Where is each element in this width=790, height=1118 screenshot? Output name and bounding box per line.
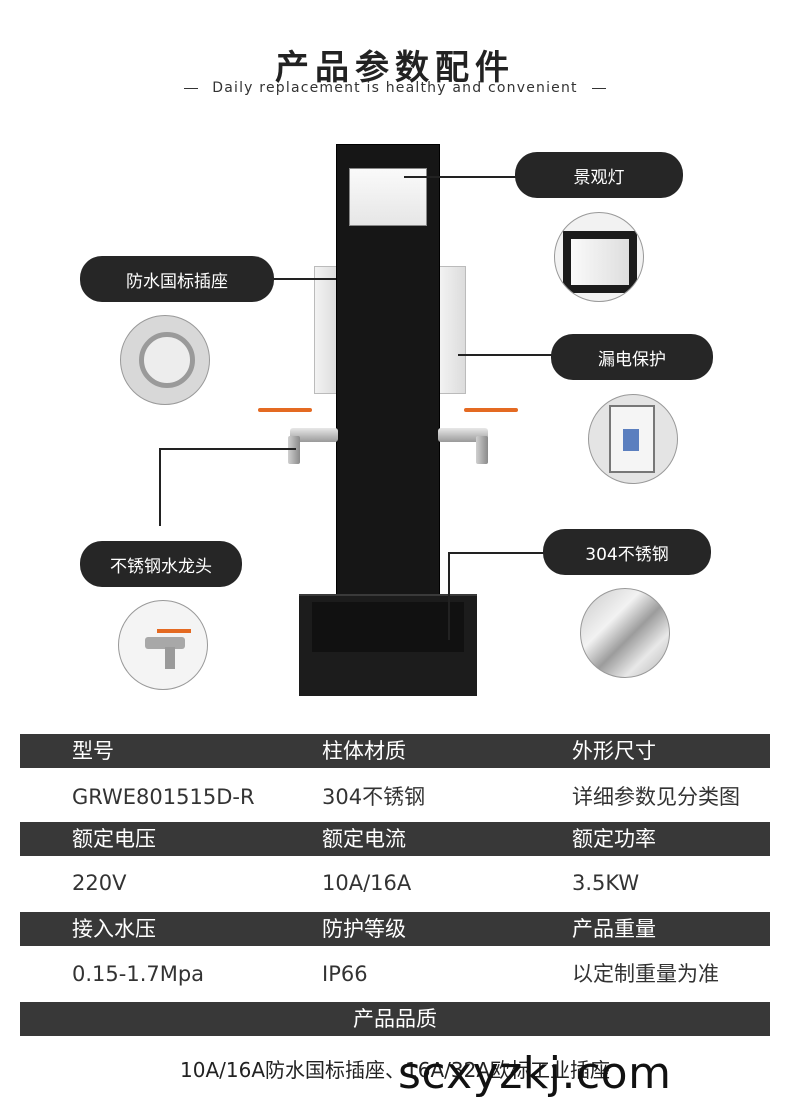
callout-waterproof-socket: 防水国标插座	[80, 256, 274, 302]
subtitle-text: Daily replacement is healthy and conveni…	[212, 80, 578, 96]
spec-label: 额定电流	[322, 827, 406, 851]
leader-line-steel-h	[448, 552, 544, 554]
spec-header-row-2: 额定电压 额定电流 额定功率	[20, 822, 770, 856]
subtitle-dash-right	[591, 87, 606, 89]
page-title: 产品参数配件	[275, 48, 515, 88]
spec-label: 额定功率	[572, 827, 656, 851]
watermark-text: scxyzkj.com	[398, 1048, 672, 1099]
spec-value: 以定制重量为准	[572, 962, 719, 986]
leader-line-light	[404, 176, 516, 178]
spec-value: IP66	[322, 962, 368, 986]
spec-value-row-2: 220V 10A/16A 3.5KW	[20, 870, 770, 900]
breaker-switch	[623, 429, 639, 451]
spec-header-row-1: 型号 柱体材质 外形尺寸	[20, 734, 770, 768]
faucet-right-handle	[464, 408, 518, 412]
pillar-base-top	[312, 602, 464, 652]
spec-value: GRWE801515D-R	[72, 785, 255, 809]
spec-value-row-1: GRWE801515D-R 304不锈钢 详细参数见分类图	[20, 784, 770, 814]
spec-label: 型号	[72, 739, 114, 763]
faucet-left-spout	[288, 436, 300, 464]
spec-label: 外形尺寸	[572, 739, 656, 763]
spec-value: 220V	[72, 871, 127, 895]
spec-header-row-3: 接入水压 防护等级 产品重量	[20, 912, 770, 946]
spec-value: 10A/16A	[322, 871, 412, 895]
leader-line-faucet-h	[160, 448, 296, 450]
lamp-frame	[563, 231, 637, 293]
faucet-detail-photo	[118, 600, 208, 690]
leader-line-socket	[274, 278, 336, 280]
steel-detail-photo	[580, 588, 670, 678]
spec-value: 详细参数见分类图	[572, 785, 740, 809]
socket-box-right	[438, 266, 466, 394]
subtitle-dash-left	[184, 87, 199, 89]
faucet-detail-spout	[165, 647, 175, 669]
spec-value: 304不锈钢	[322, 785, 426, 809]
breaker-detail-photo	[588, 394, 678, 484]
faucet-left	[290, 428, 338, 442]
faucet-detail-handle	[157, 629, 191, 633]
socket-detail-photo	[120, 315, 210, 405]
spec-label: 产品重量	[572, 917, 656, 941]
callout-faucet: 不锈钢水龙头	[80, 541, 242, 587]
socket-outlet	[139, 332, 195, 388]
pillar-body	[336, 144, 440, 664]
lamp-detail-photo	[554, 212, 644, 302]
quality-header: 产品品质	[20, 1002, 770, 1036]
leader-line-steel-v	[448, 552, 450, 640]
faucet-right	[438, 428, 488, 442]
leader-line-breaker	[458, 354, 552, 356]
spec-value: 3.5KW	[572, 871, 640, 895]
socket-box-left	[314, 266, 338, 394]
faucet-left-handle	[258, 408, 312, 412]
faucet-right-spout	[476, 436, 488, 464]
page-subtitle: Daily replacement is healthy and conveni…	[0, 80, 790, 96]
spec-label: 额定电压	[72, 827, 156, 851]
quality-text: 10A/16A防水国标插座、16A/32A欧标工业插座	[180, 1058, 610, 1082]
spec-label: 防护等级	[322, 917, 406, 941]
spec-label: 接入水压	[72, 917, 156, 941]
callout-landscape-light: 景观灯	[515, 152, 683, 198]
callout-leakage-protection: 漏电保护	[551, 334, 713, 380]
spec-value: 0.15-1.7Mpa	[72, 962, 205, 986]
leader-line-faucet-v	[159, 448, 161, 526]
spec-label: 柱体材质	[322, 739, 406, 763]
spec-value-row-3: 0.15-1.7Mpa IP66 以定制重量为准	[20, 961, 770, 991]
callout-steel: 304不锈钢	[543, 529, 711, 575]
faucet-detail-body	[145, 637, 185, 649]
